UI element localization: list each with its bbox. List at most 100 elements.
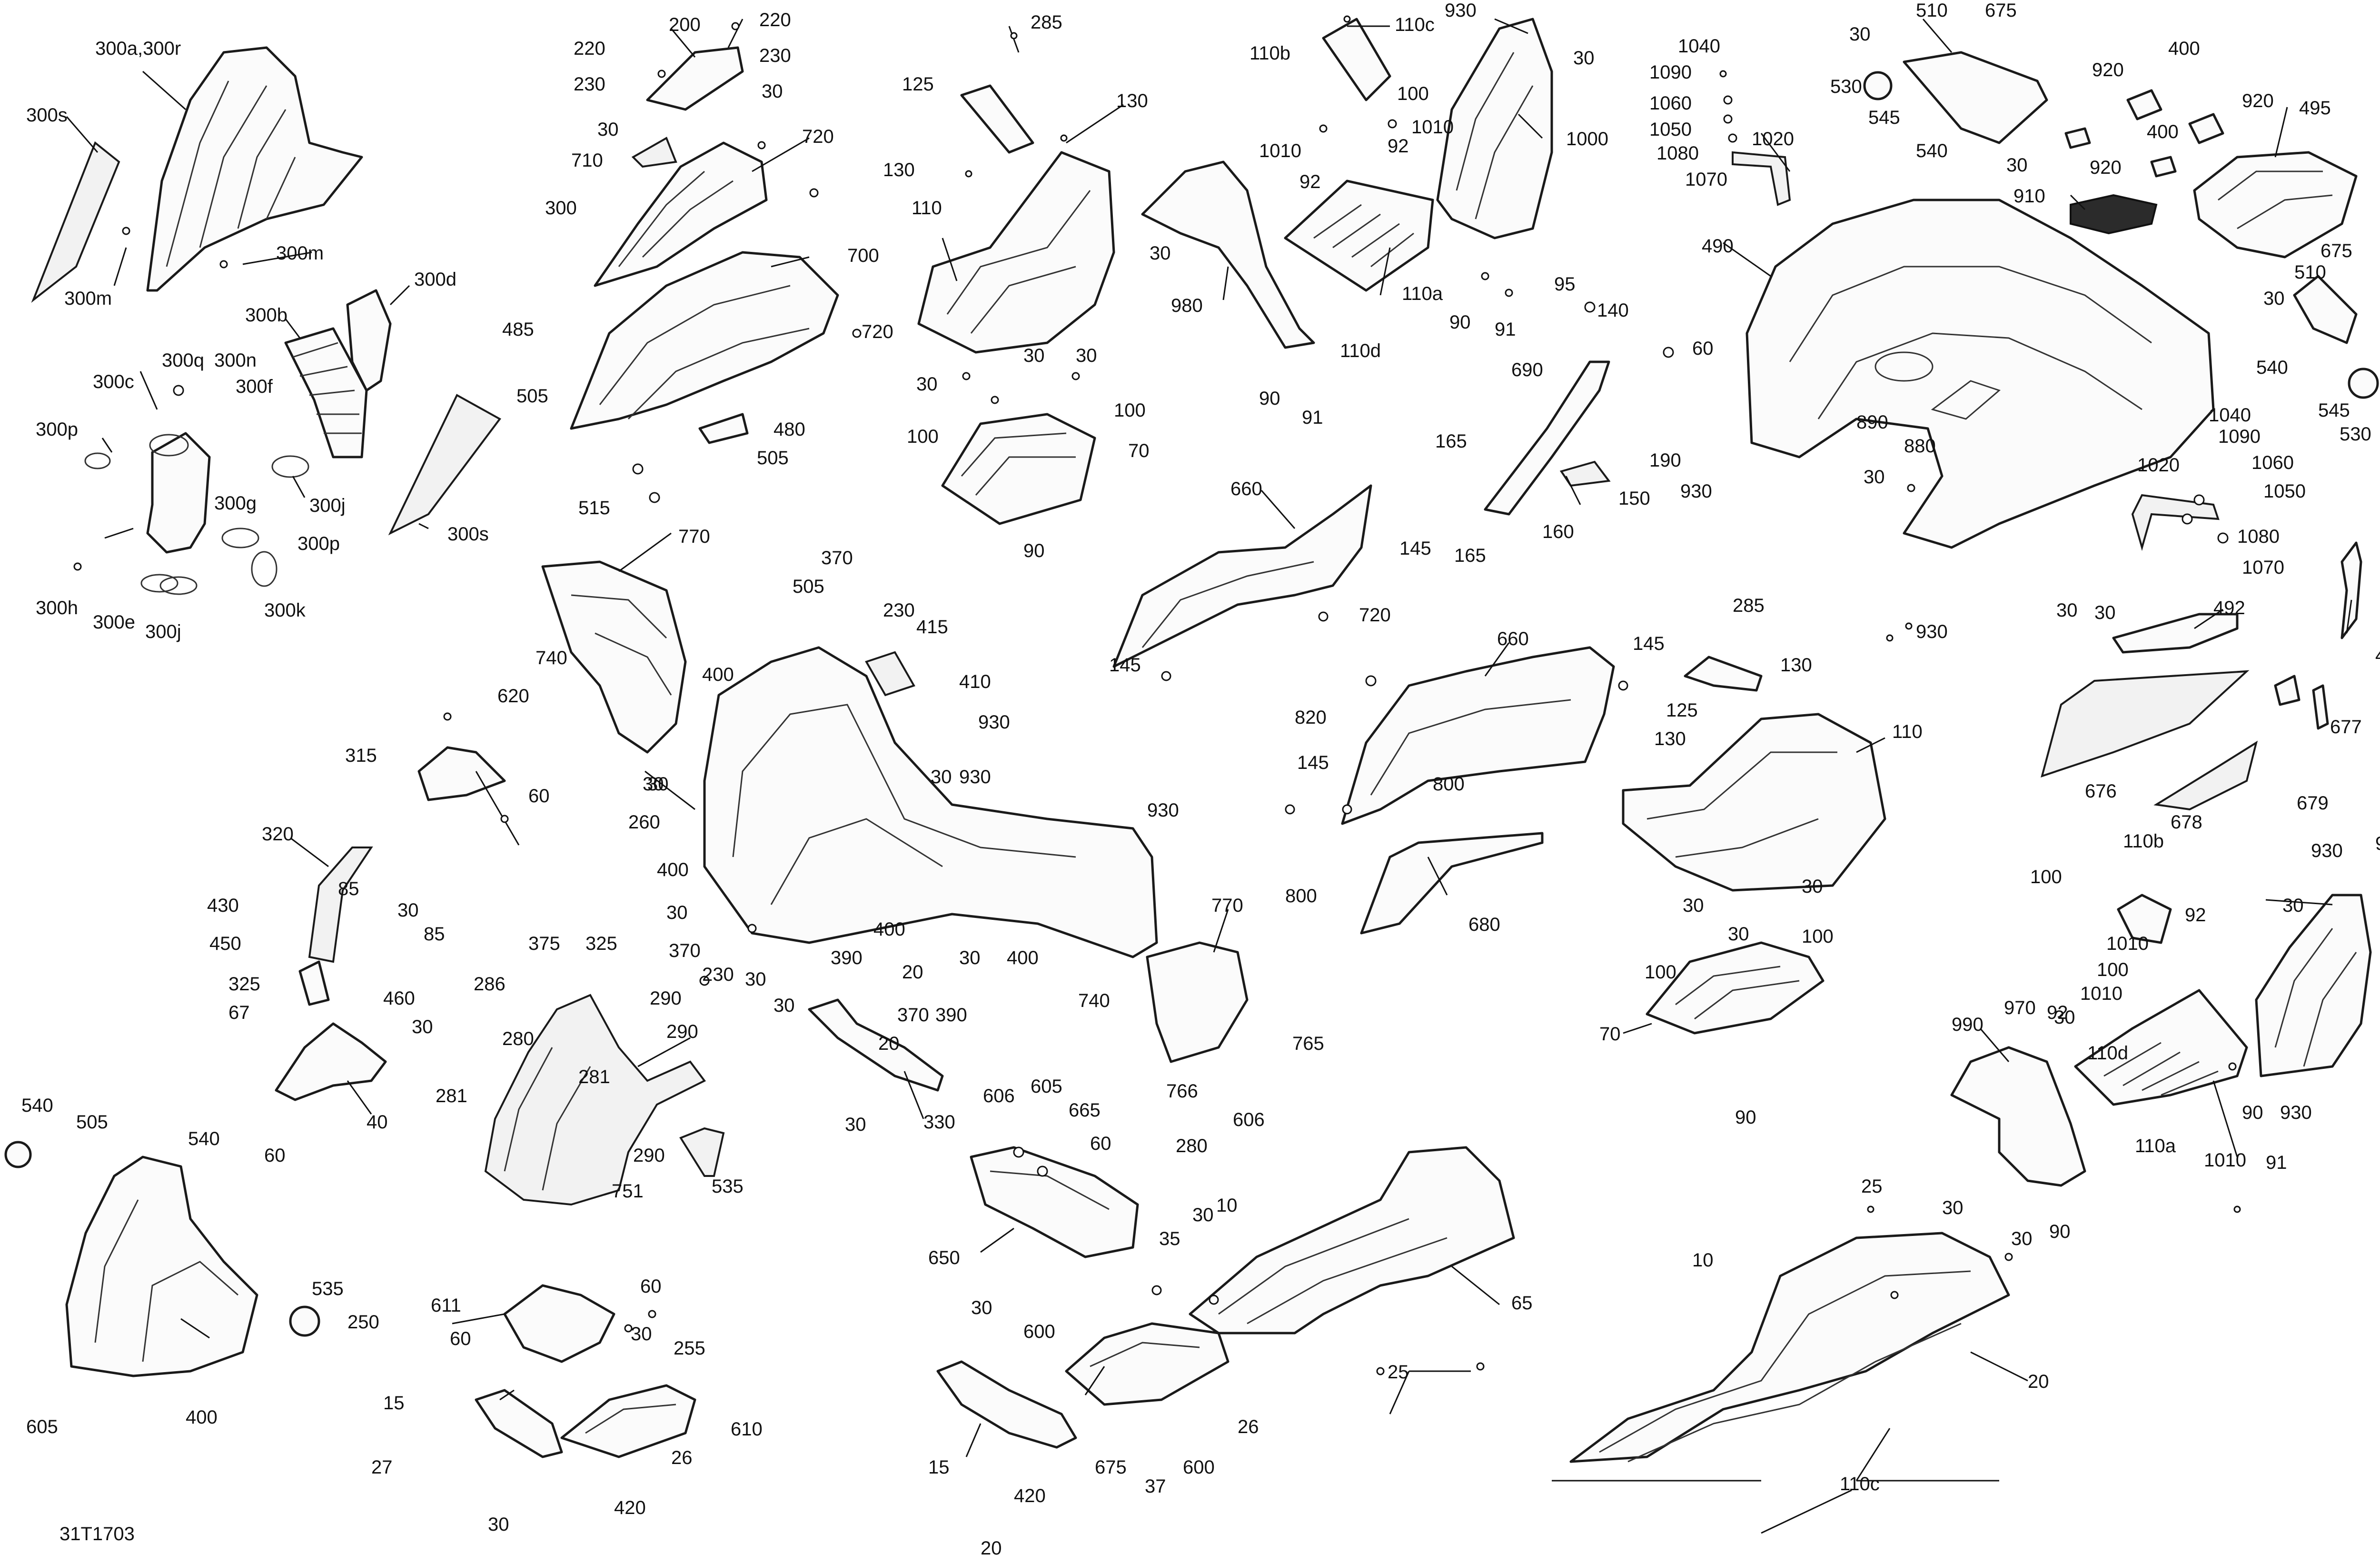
rack-110-right-detail: [1646, 751, 1837, 858]
knob-920-c: [2064, 127, 2091, 149]
callout: 60: [450, 1328, 471, 1349]
callout: 26: [671, 1447, 693, 1468]
callout: 130: [883, 159, 915, 180]
front-fender-700: [570, 251, 839, 430]
callout: 260: [628, 812, 660, 833]
callout: 300m: [276, 243, 324, 264]
tray-495-detail: [2218, 170, 2333, 229]
callout: 65: [1511, 1293, 1533, 1314]
vent-480: [698, 413, 749, 444]
callout: 300a,300r: [95, 38, 181, 59]
callout: 100: [1397, 83, 1429, 104]
callout: 230: [702, 964, 734, 985]
callout: 145: [1399, 538, 1431, 559]
callout: 300n: [214, 350, 257, 371]
bar-320: [308, 847, 373, 963]
callout: 30: [774, 995, 795, 1016]
bumper-280-center: [970, 1146, 1139, 1258]
callout: 515: [578, 498, 610, 518]
callout: 400: [1007, 947, 1039, 968]
callout: 970: [2004, 997, 2036, 1018]
callout: 90: [1449, 312, 1471, 333]
callout: 535: [712, 1176, 744, 1197]
callout: 740: [1078, 990, 1110, 1011]
callout: 530: [2340, 424, 2371, 445]
panel-676: [2041, 670, 2250, 778]
bar-330: [808, 998, 944, 1092]
callout: 677: [2330, 717, 2362, 737]
callout: 930: [1147, 800, 1179, 821]
callout: 30: [1076, 345, 1097, 366]
side-panel-1000: [1436, 18, 1553, 239]
reflector-535-left: [4, 1141, 32, 1168]
callout: 285: [1031, 12, 1062, 33]
callout: 930: [959, 767, 991, 787]
callout: 400: [186, 1407, 218, 1428]
callout: 150: [1618, 488, 1650, 509]
skid-plate-15-center-detail: [1090, 1342, 1200, 1367]
callout: 675: [1095, 1457, 1127, 1478]
callout: 420: [1014, 1485, 1046, 1506]
drawing-code: 31T1703: [60, 1524, 135, 1544]
callout: 400: [2168, 38, 2200, 59]
callout: 30: [2282, 895, 2304, 916]
callout: 140: [1597, 300, 1629, 321]
callout: 30: [488, 1514, 509, 1535]
callout: 300p: [36, 419, 78, 440]
callout: 505: [516, 386, 548, 407]
front-fascia-260-detail: [732, 704, 1076, 905]
callout: 751: [612, 1181, 644, 1202]
part-drawings: [4, 18, 2379, 1463]
callout: 800: [1285, 886, 1317, 907]
callout: 990: [1952, 1014, 1983, 1035]
callout: 1000: [1566, 129, 1608, 149]
callout: 20: [878, 1033, 900, 1054]
callout: 92: [2185, 905, 2206, 926]
callout: 90: [1735, 1107, 1756, 1128]
callout: 255: [674, 1338, 705, 1359]
side-part-740-left-detail: [571, 594, 672, 696]
callout: 290: [650, 988, 682, 1009]
callout: 220: [574, 38, 605, 59]
clamp-300j-1: [140, 574, 178, 593]
callout: 300e: [93, 612, 135, 633]
callout: 160: [1542, 521, 1574, 542]
callout: 290: [633, 1145, 665, 1166]
knob-920-b: [2188, 113, 2224, 144]
callout: 765: [1292, 1033, 1324, 1054]
callout: 165: [1454, 545, 1486, 566]
knob-920-a: [2126, 89, 2162, 120]
clamp-300j-2: [159, 576, 198, 595]
grip-125: [960, 84, 1034, 154]
callout: 30: [1942, 1197, 1964, 1218]
bracket-315: [417, 746, 506, 801]
callout: 920: [2242, 90, 2274, 111]
callout: 145: [1633, 633, 1665, 654]
callout: 415: [916, 617, 948, 638]
callout: 30: [2263, 288, 2285, 309]
callout: 930: [1916, 621, 1948, 642]
callout: 30: [1864, 467, 1885, 488]
skid-plate-15-left: [560, 1384, 696, 1458]
tail-housing-510-top: [1903, 51, 2048, 144]
bracket-300d: [346, 289, 392, 392]
callout: 1060: [2251, 452, 2294, 473]
callout: 110b: [2123, 831, 2164, 852]
callout: 60: [264, 1145, 286, 1166]
callout: 650: [928, 1247, 960, 1268]
callout: 30: [762, 81, 783, 102]
battery-box-70-right: [1646, 941, 1825, 1035]
cup-890: [1874, 351, 1934, 382]
battery-box-70-top: [941, 413, 1096, 525]
callout: 60: [1692, 338, 1714, 359]
callout: 400: [702, 664, 734, 685]
bracket-1020-top: [1732, 151, 1791, 206]
panel-300s-right: [388, 394, 501, 536]
callout: 930: [1445, 0, 1477, 21]
callout: 90: [1023, 540, 1045, 561]
callout: 300j: [145, 621, 181, 642]
callout: 1020: [1752, 129, 1794, 149]
tail-bracket-510-right: [2293, 275, 2358, 344]
callout: 390: [831, 947, 863, 968]
guard-600-center: [936, 1360, 1077, 1449]
